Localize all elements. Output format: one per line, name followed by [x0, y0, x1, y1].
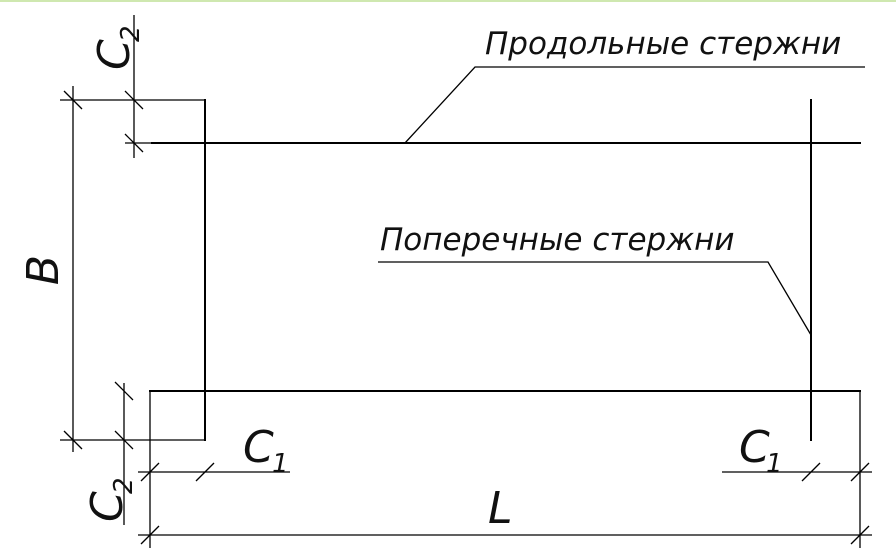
tick-c2-top-a — [124, 90, 144, 110]
label-longitudinal-bars: Продольные стержни — [485, 26, 841, 62]
tick-c1-left-a — [140, 462, 160, 482]
svg-text:1: 1 — [766, 449, 783, 479]
tick-b-bottom — [63, 430, 83, 450]
label-transverse-bars: Поперечные стержни — [380, 222, 735, 258]
leader-transverse — [378, 261, 812, 336]
tick-l-right — [850, 525, 870, 545]
svg-text:C: C — [89, 39, 140, 70]
svg-text:C: C — [82, 491, 133, 522]
svg-text:1: 1 — [272, 449, 289, 479]
label-dim-c1-right: C 1 — [739, 422, 783, 479]
label-dim-l: L — [488, 483, 513, 534]
tick-c2-bottom-a — [114, 381, 134, 401]
tick-c1-right-a — [801, 462, 821, 482]
svg-text:2: 2 — [109, 477, 139, 494]
tick-c2-bottom-b — [114, 430, 134, 450]
label-dim-b: B — [18, 255, 69, 285]
tick-b-top — [63, 90, 83, 110]
svg-text:C: C — [243, 422, 274, 473]
tick-c1-right-b — [850, 462, 870, 482]
tick-c2-top-b — [124, 133, 144, 153]
leader-longitudinal — [404, 66, 865, 144]
tick-l-left — [140, 525, 160, 545]
label-dim-c1-left: C 1 — [243, 422, 289, 479]
tick-c1-left-b — [195, 462, 215, 482]
svg-text:2: 2 — [116, 25, 146, 42]
label-dim-c2-top: C 2 — [89, 25, 146, 70]
label-dim-c2-bottom: C 2 — [82, 477, 139, 522]
svg-text:C: C — [739, 422, 770, 473]
